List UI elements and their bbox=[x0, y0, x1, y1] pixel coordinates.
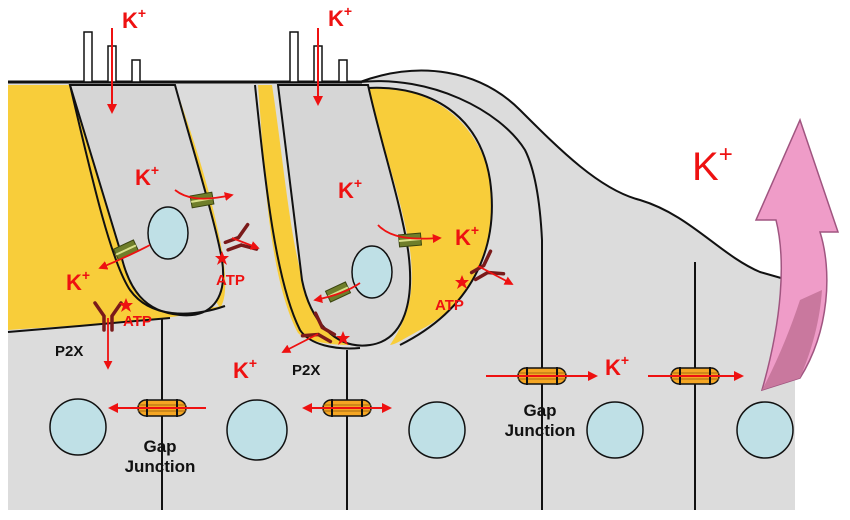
svg-text:K+: K+ bbox=[135, 162, 159, 190]
k-efflux-arrow bbox=[377, 224, 442, 243]
yellow-region-left-a bbox=[8, 85, 225, 330]
hair-cell-nucleus-left bbox=[147, 206, 189, 260]
k-efflux-arrow bbox=[313, 282, 361, 303]
k-label-yellow-right: K+ bbox=[455, 222, 479, 250]
svg-text:K+: K+ bbox=[338, 175, 362, 203]
k-channel-icon bbox=[397, 232, 423, 248]
cell-outline-c bbox=[7, 317, 171, 333]
atp-label: ATP bbox=[435, 297, 464, 314]
gap-junction-label-right-line2: Junction bbox=[505, 421, 576, 440]
receptor-flux-arrow bbox=[231, 237, 260, 250]
svg-text:K+: K+ bbox=[455, 222, 479, 250]
k-label-outflow: K+ bbox=[692, 141, 733, 189]
svg-text:K+: K+ bbox=[66, 267, 90, 295]
yellow-region-middle bbox=[258, 85, 350, 345]
k-efflux-arrow bbox=[98, 244, 151, 270]
gap-junction-label-left-line2: Junction bbox=[125, 457, 196, 476]
k-label-hair-cell-right: K+ bbox=[338, 175, 362, 203]
supporting-nucleus-3 bbox=[408, 401, 466, 459]
cell-outline-d bbox=[359, 80, 543, 510]
atp-label: ATP bbox=[216, 272, 245, 289]
receptor-flux-arrow bbox=[281, 333, 319, 353]
cell-outline-a bbox=[254, 84, 361, 350]
cell-outline-yellow-right bbox=[367, 86, 493, 346]
supporting-nucleus-2 bbox=[226, 399, 288, 461]
hair-cell-nucleus-right bbox=[351, 245, 393, 299]
k-efflux-arrow bbox=[174, 189, 234, 201]
svg-text:K+: K+ bbox=[605, 352, 629, 380]
k-label-hair-cell-left: K+ bbox=[135, 162, 159, 190]
gap-junction-label-left-line1: Gap bbox=[143, 437, 176, 456]
svg-text:K+: K+ bbox=[122, 5, 146, 33]
k-label-middle-efflux: K+ bbox=[233, 355, 257, 383]
hair-cell-left bbox=[68, 84, 225, 317]
tissue-top-outline bbox=[359, 69, 796, 283]
svg-text:K+: K+ bbox=[692, 141, 733, 189]
supporting-nucleus-4 bbox=[586, 401, 644, 459]
p2x-label: P2X bbox=[55, 343, 83, 360]
supporting-nucleus-1 bbox=[49, 398, 107, 456]
k-label-top-left: K+ bbox=[122, 5, 146, 33]
k-label-left-efflux: K+ bbox=[66, 267, 90, 295]
k-label-top-right: K+ bbox=[328, 3, 352, 31]
svg-text:K+: K+ bbox=[233, 355, 257, 383]
supporting-nucleus-5 bbox=[736, 401, 794, 459]
receptor-flux-arrow bbox=[477, 265, 514, 285]
curved-outflow-arrow-shadow bbox=[762, 290, 822, 390]
svg-text:K+: K+ bbox=[328, 3, 352, 31]
k-label-gap-right: K+ bbox=[605, 352, 629, 380]
cell-outline-b bbox=[69, 84, 226, 315]
p2x-label: P2X bbox=[292, 362, 320, 379]
atp-label: ATP bbox=[123, 313, 152, 330]
gap-junction-label-right-line1: Gap bbox=[523, 401, 556, 420]
